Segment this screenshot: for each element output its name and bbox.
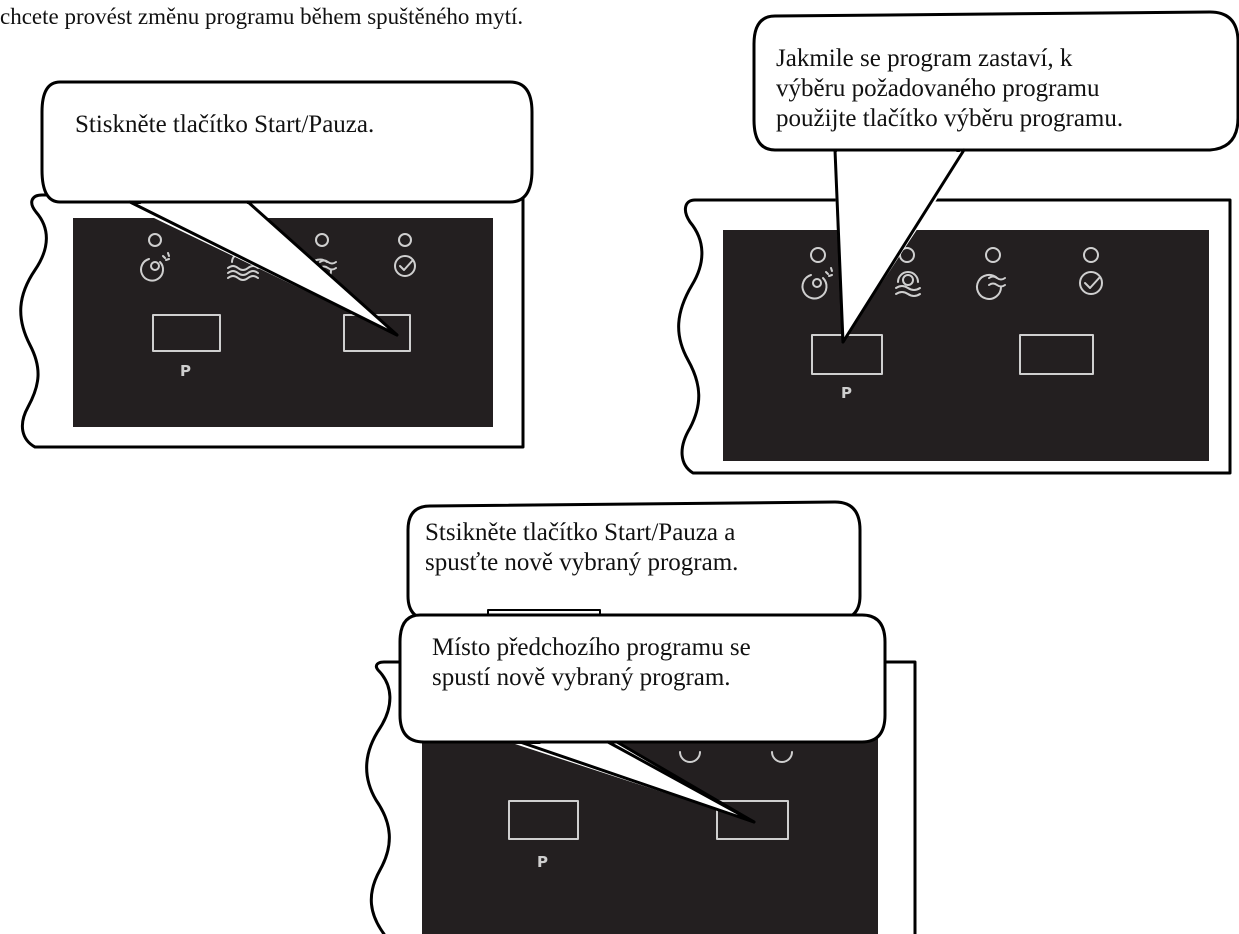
step1-indicator-light [148, 233, 162, 247]
step2-control-panel [723, 230, 1209, 461]
prewash-icon [801, 267, 833, 300]
step3-bottom-bubble-text: Místo předchozího programu se spustí nov… [432, 633, 751, 693]
step2-start-pause-button [1019, 334, 1094, 375]
step3-program-button [508, 800, 579, 840]
prewash-icon [140, 252, 170, 282]
step2-program-button-label: P [841, 384, 852, 402]
step3-bottom-speech-bubble [398, 613, 887, 824]
step3-top-bubble-line: Stsikněte tlačítko Start/Pauza a [425, 519, 736, 546]
step1-speech-bubble [40, 80, 534, 337]
step2-bubble-line: výběru požadovaného programu [776, 75, 1100, 102]
page-caption: chcete provést změnu programu během spuš… [0, 4, 524, 29]
step1-indicator-light [398, 233, 412, 247]
end-check-icon [1079, 271, 1103, 295]
step1-indicator-light [315, 233, 329, 247]
step3-indicator-light [771, 751, 793, 763]
step1-start-pause-button [343, 314, 411, 352]
step2-indicator-light [985, 247, 1001, 263]
step3-program-button-label: P [537, 853, 548, 871]
step3-start-pause-button [716, 800, 789, 840]
step3-top-bubble-line: spusťte nově vybraný program. [425, 549, 739, 576]
step3-bottom-bubble-line: Místo předchozího programu se [432, 634, 751, 661]
step3-indicator-light [679, 751, 701, 763]
step2-speech-bubble [752, 10, 1239, 344]
step3-panel [365, 500, 917, 934]
step1-panel [19, 80, 534, 449]
step3-top-bubble-text: Stsikněte tlačítko Start/Pauza a spusťte… [425, 518, 738, 578]
dry-icon [976, 273, 1006, 300]
step2-bubble-line: použijte tlačítko výběru programu. [776, 105, 1124, 132]
end-check-icon [394, 255, 416, 277]
step2-bubble-text: Jakmile se program zastaví, k výběru pož… [776, 44, 1123, 134]
step2-bubble-line: Jakmile se program zastaví, k [776, 45, 1073, 72]
step1-bubble-text: Stiskněte tlačítko Start/Pauza. [75, 111, 375, 138]
step1-program-button [152, 314, 221, 352]
step2-indicator-light [1083, 247, 1099, 263]
step3-bottom-bubble-line: spustí nově vybraný program. [432, 664, 731, 691]
rinse-wave-icon [895, 271, 921, 297]
step1-program-button-label: P [180, 362, 191, 380]
step2-panel [677, 10, 1239, 475]
step2-indicator-light [810, 247, 826, 263]
